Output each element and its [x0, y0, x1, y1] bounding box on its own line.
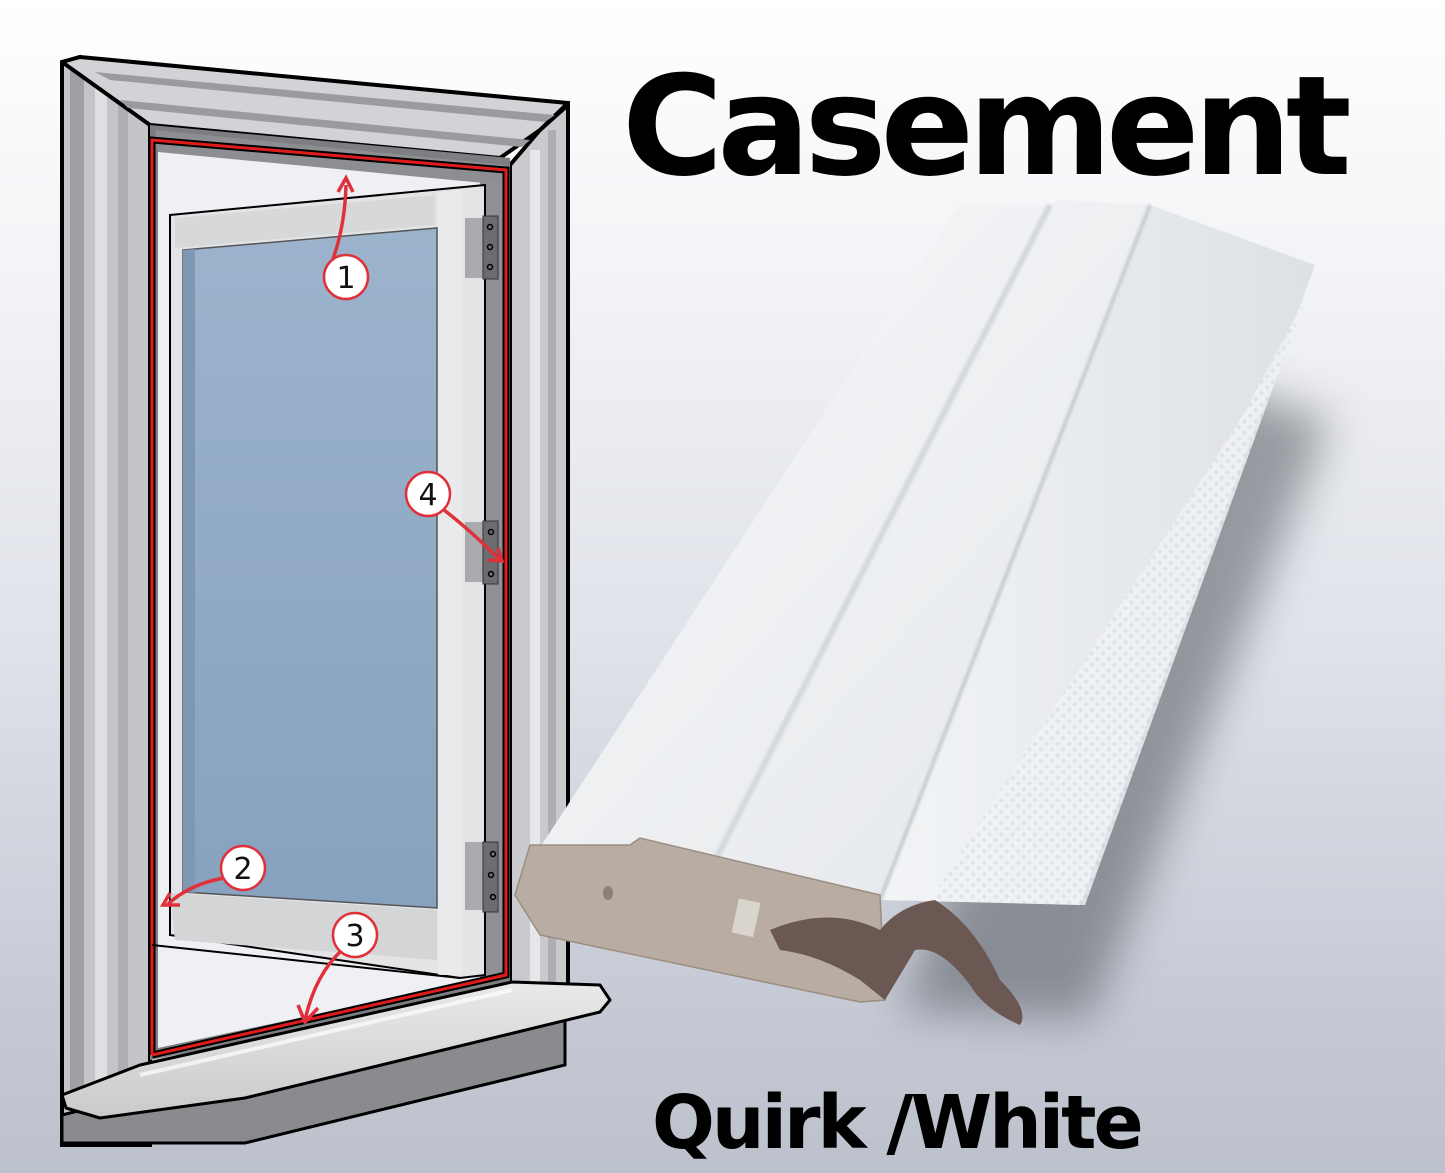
- window-sill: [60, 980, 612, 1145]
- callout-1-label: 1: [336, 261, 355, 296]
- hinge-bottom: [465, 841, 499, 913]
- hinge-top: [465, 215, 499, 280]
- callout-4-label: 4: [418, 478, 437, 513]
- window-sash: [151, 183, 486, 980]
- callout-1: 1: [322, 174, 370, 301]
- callout-2-label: 2: [233, 852, 252, 887]
- product-profile: [514, 200, 1330, 1025]
- callout-3-label: 3: [345, 919, 364, 954]
- callout-3: 3: [296, 911, 379, 1026]
- product-variant-label: Quirk /White: [652, 1080, 1144, 1166]
- page-title: Casement: [622, 46, 1352, 207]
- callout-4: 4: [404, 470, 505, 563]
- callout-2: 2: [159, 844, 267, 907]
- window-illustration: 1 2 3 4: [60, 54, 612, 1147]
